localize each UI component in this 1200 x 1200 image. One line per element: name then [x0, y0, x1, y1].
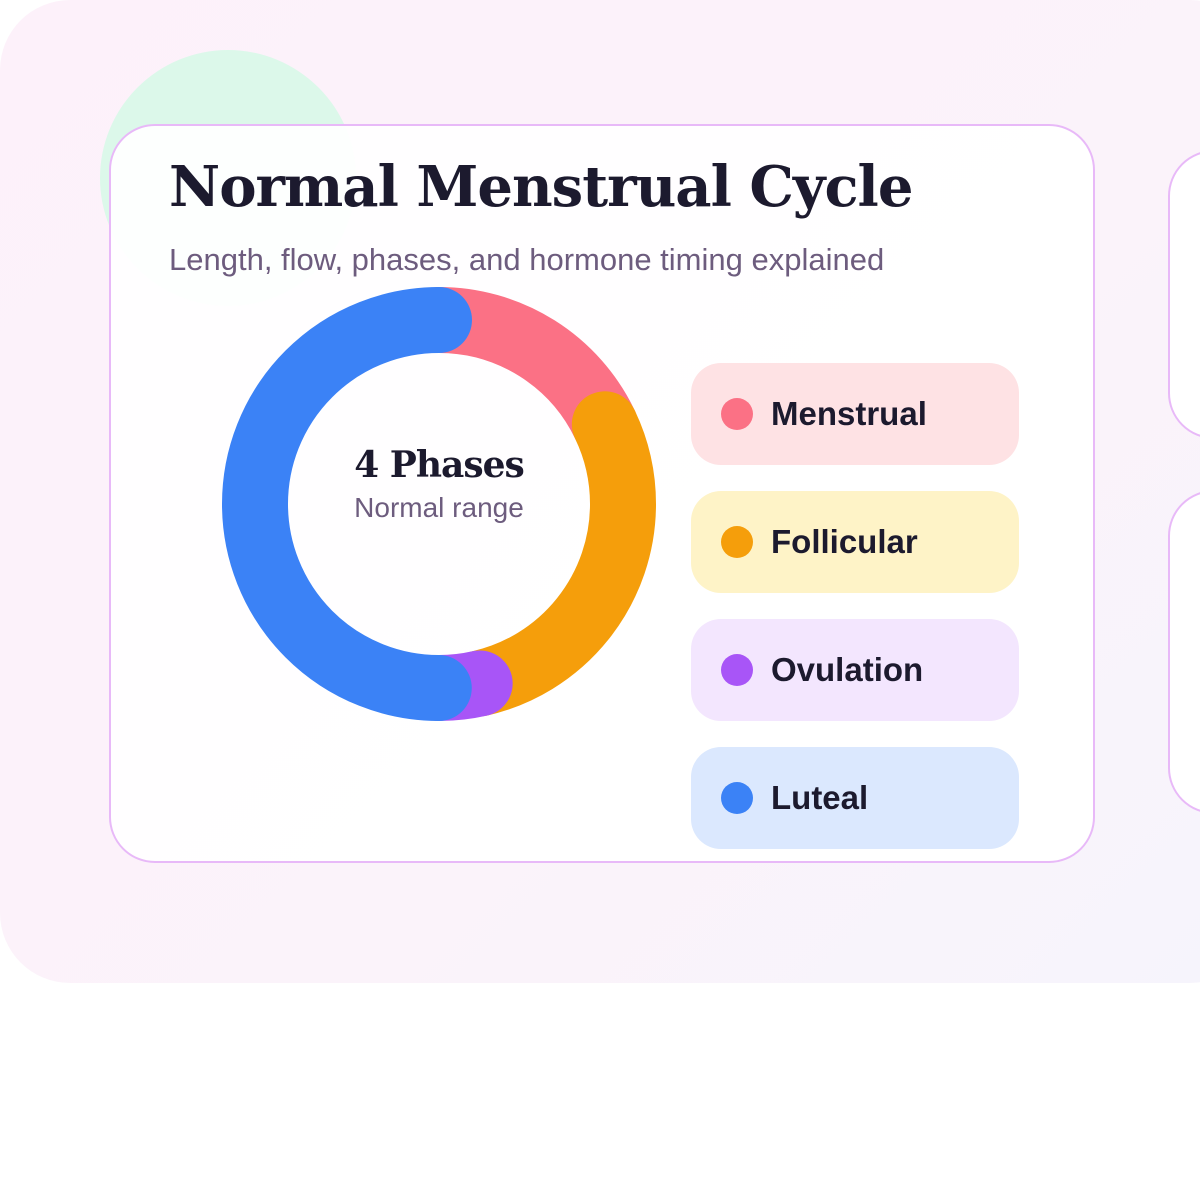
legend-label: Luteal: [771, 779, 869, 816]
side-card: [1168, 150, 1200, 439]
legend-label: Ovulation: [771, 651, 924, 688]
donut-center: 4 Phases Normal range: [339, 444, 539, 524]
legend-label: Menstrual: [771, 395, 927, 432]
legend-dot-icon: [721, 654, 753, 686]
side-card: [1168, 490, 1200, 814]
center-caption: Normal range: [354, 492, 524, 523]
legend-dot-icon: [721, 782, 753, 814]
subtitle: Length, flow, phases, and hormone timing…: [169, 242, 885, 277]
background-panel: Normal Menstrual Cycle Length, flow, pha…: [0, 0, 1200, 983]
page-title: Normal Menstrual Cycle: [169, 154, 913, 220]
legend-dot-icon: [721, 398, 753, 430]
donut-chart: [222, 287, 656, 721]
cycle-card: Normal Menstrual Cycle Length, flow, pha…: [109, 124, 1095, 863]
legend-item-menstrual: Menstrual: [691, 363, 1019, 465]
legend-label: Follicular: [771, 523, 918, 560]
legend-item-ovulation: Ovulation: [691, 619, 1019, 721]
legend-dot-icon: [721, 526, 753, 558]
donut-segment-follicular: [222, 287, 656, 721]
legend-item-luteal: Luteal: [691, 747, 1019, 849]
center-value: 4 Phases: [354, 444, 525, 486]
donut-segment-luteal: [222, 287, 656, 721]
legend-item-follicular: Follicular: [691, 491, 1019, 593]
